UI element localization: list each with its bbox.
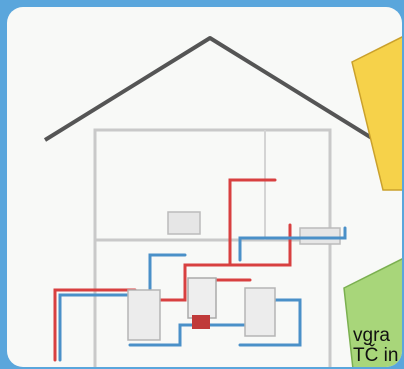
buffer-tank (188, 278, 216, 318)
radiator-upper (168, 212, 200, 234)
yellow-note (352, 36, 402, 190)
diagram-panel (7, 7, 402, 367)
callout-text: vgra TČ in (353, 326, 404, 366)
house-diagram (7, 7, 402, 367)
callout-line-1: vgra (353, 326, 404, 346)
heat-pump-unit (128, 290, 160, 340)
control-unit (192, 315, 210, 329)
callout-line-2: TČ in (353, 346, 404, 366)
radiator-right (300, 228, 340, 244)
hot-water-tank (245, 288, 275, 336)
roof-line (45, 38, 375, 140)
